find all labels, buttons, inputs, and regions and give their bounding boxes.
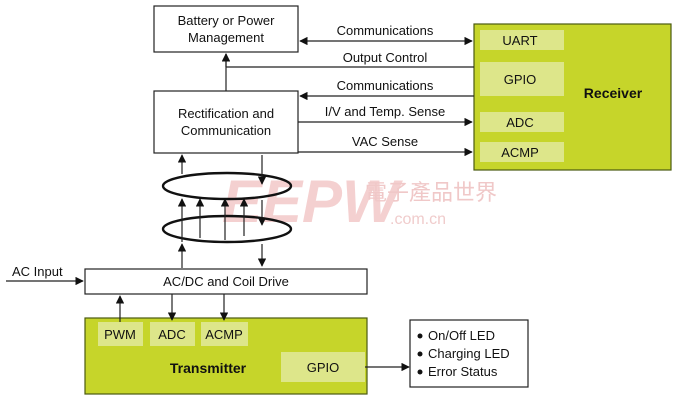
acdc-coil-drive-block: AC/DC and Coil Drive	[84, 268, 368, 295]
transmitter-port-acmp-label: ACMP	[205, 327, 243, 342]
transmitter-port-acmp	[201, 322, 248, 346]
transmitter-port-adc	[150, 322, 195, 346]
rectification-label-line1: Rectification and	[178, 106, 274, 121]
receiver-title: Receiver	[584, 85, 643, 101]
output-control-label: Output Control	[343, 50, 428, 65]
transmitter-title: Transmitter	[170, 360, 247, 376]
bullet-charging	[417, 351, 423, 357]
transmitter-port-gpio	[281, 352, 365, 382]
ac-input-label: AC Input	[12, 264, 63, 279]
receiver-port-uart	[480, 30, 564, 50]
ac-input: AC Input	[6, 264, 84, 286]
receiver-port-adc	[480, 112, 564, 132]
coil-assembly	[161, 154, 293, 268]
led-item-charging: Charging LED	[428, 346, 510, 361]
led-item-onoff: On/Off LED	[428, 328, 495, 343]
rectification-label-line2: Communication	[181, 123, 271, 138]
iv-temp-label: I/V and Temp. Sense	[325, 104, 445, 119]
svg-text:.com.cn: .com.cn	[390, 211, 446, 228]
communications-mid-label: Communications	[337, 78, 434, 93]
transmitter-port-gpio-label: GPIO	[307, 360, 340, 375]
acdc-label: AC/DC and Coil Drive	[163, 274, 289, 289]
bullet-onoff	[417, 333, 423, 339]
bullet-error	[417, 369, 423, 375]
receiver-port-acmp-label: ACMP	[501, 145, 539, 160]
receiver-port-acmp	[480, 142, 564, 162]
transmitter-port-pwm-label: PWM	[104, 327, 136, 342]
communications-top-label: Communications	[337, 23, 434, 38]
transmitter-block: PWM ADC ACMP GPIO Transmitter	[84, 317, 368, 395]
led-item-error: Error Status	[428, 364, 498, 379]
rectification-block: Rectification and Communication	[153, 90, 299, 154]
receiver-port-gpio-label: GPIO	[504, 72, 537, 87]
svg-text:電子產品世界: 電子產品世界	[365, 180, 497, 205]
vac-sense-label: VAC Sense	[352, 134, 418, 149]
eepw-watermark: EEPW 電子產品世界 .com.cn	[222, 168, 497, 235]
receiver-port-uart-label: UART	[502, 33, 537, 48]
transmitter-links	[115, 294, 410, 372]
svg-text:EEPW: EEPW	[222, 168, 403, 235]
receiver-links: Communications Output Control Communicat…	[221, 23, 474, 157]
battery-label-line1: Battery or Power	[178, 13, 275, 28]
receiver-block: UART GPIO ADC ACMP Receiver	[473, 23, 672, 171]
transmitter-port-pwm	[98, 322, 143, 346]
led-status-box: On/Off LED Charging LED Error Status	[409, 319, 529, 388]
battery-power-block: Battery or Power Management	[153, 5, 299, 53]
transmitter-coil	[161, 214, 293, 244]
receiver-port-gpio	[480, 62, 564, 96]
transmitter-port-adc-label: ADC	[158, 327, 185, 342]
receiver-port-adc-label: ADC	[506, 115, 533, 130]
battery-label-line2: Management	[188, 30, 264, 45]
